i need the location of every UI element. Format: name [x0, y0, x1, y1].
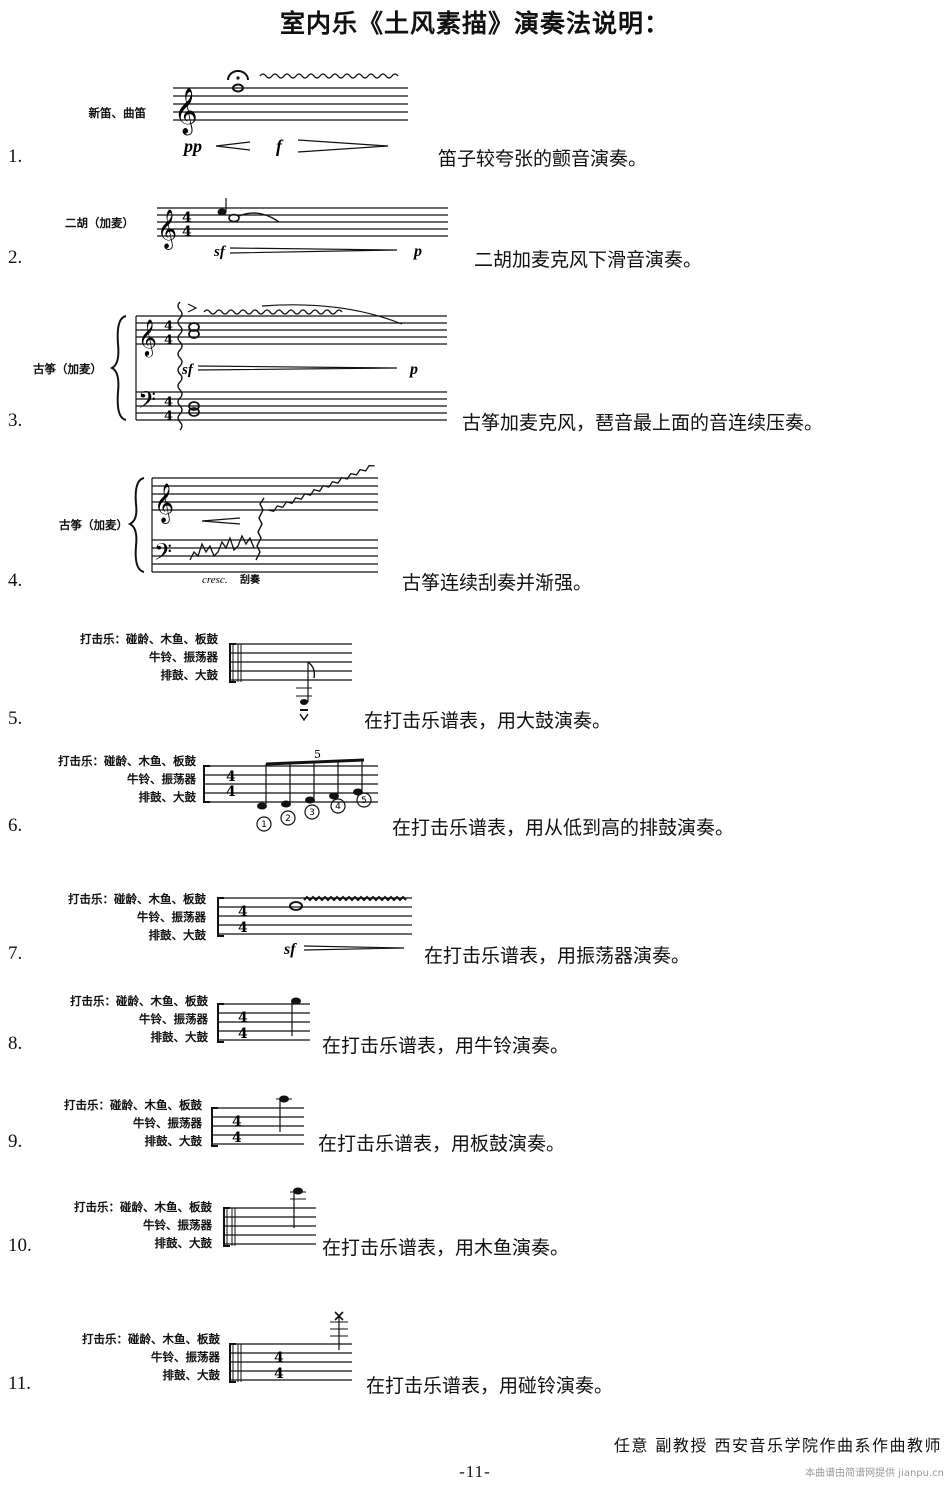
instrument-label: 打击乐：碰龄、木鱼、板鼓牛铃、振荡器排鼓、大鼓 [80, 632, 218, 682]
drum-number: 3 [309, 808, 315, 818]
drum-number: 4 [335, 802, 341, 812]
author-credit: 任意 副教授 西安音乐学院作曲系作曲教师 [613, 1436, 942, 1455]
item-description: 在打击乐谱表，用从低到高的排鼓演奏。 [392, 817, 735, 839]
item-number: 3. [8, 410, 23, 431]
dynamic-mark: sf [181, 362, 195, 378]
item-number: 5. [8, 708, 23, 729]
time-signature-top: 4 [164, 395, 173, 410]
item-number: 4. [8, 570, 23, 591]
staff-notation: 𝄞 pp f [173, 70, 408, 156]
time-signature-bottom: 4 [238, 920, 248, 936]
instrument-label: 新笛、曲笛 [88, 106, 147, 120]
dynamic-mark: p [412, 243, 422, 260]
time-signature-top: 4 [182, 210, 192, 226]
instrument-label: 古筝（加麦） [59, 518, 128, 532]
time-signature-top: 4 [226, 769, 236, 785]
drum-number: 1 [261, 820, 267, 830]
dynamic-mark: sf [213, 244, 227, 260]
watermark-text: 本曲谱由简谱网提供 jianpu.cn [805, 1468, 944, 1479]
item-description: 笛子较夸张的颤音演奏。 [438, 148, 648, 170]
staff-notation: 4 4 5 1 2 3 4 5 [203, 748, 378, 832]
time-signature-top: 4 [164, 319, 173, 334]
item-description: 在打击乐谱表，用木鱼演奏。 [322, 1237, 570, 1259]
time-signature-bottom: 4 [164, 409, 173, 424]
svg-text:𝄞: 𝄞 [154, 483, 174, 524]
staff-notation: 𝄞 𝄢 4 4 4 4 sf p [109, 301, 447, 431]
instrument-label: 打击乐：碰龄、木鱼、板鼓牛铃、振荡器排鼓、大鼓 [64, 1098, 202, 1148]
instrument-label: 打击乐：碰龄、木鱼、板鼓牛铃、振荡器排鼓、大鼓 [82, 1332, 220, 1382]
dynamic-mark: f [276, 136, 284, 156]
cresc-mark: cresc. [202, 574, 228, 586]
page-number: -11- [459, 1462, 491, 1481]
svg-text:𝄞: 𝄞 [138, 318, 157, 357]
staff-notation [223, 1187, 316, 1247]
time-signature-bottom: 4 [226, 784, 236, 800]
item-number: 6. [8, 815, 23, 836]
dynamic-mark: pp [182, 136, 202, 156]
instrument-label: 古筝（加麦） [33, 362, 102, 376]
item-number: 8. [8, 1033, 23, 1054]
svg-text:𝄢: 𝄢 [154, 538, 172, 571]
item-description: 二胡加麦克风下滑音演奏。 [474, 249, 703, 271]
item-number: 1. [8, 146, 23, 167]
drum-number: 5 [361, 796, 367, 806]
instrument-label: 二胡（加麦） [65, 216, 134, 230]
time-signature-top: 4 [274, 1350, 284, 1366]
staff-notation: 4 4 [229, 1311, 352, 1383]
staff-notation: 4 4 [217, 997, 310, 1043]
staff-notation: 𝄞 4 4 sf p [157, 198, 448, 260]
item-number: 7. [8, 943, 23, 964]
item-number: 9. [8, 1131, 23, 1152]
item-number: 11. [8, 1373, 32, 1394]
tuplet-mark: 5 [314, 748, 321, 761]
svg-text:𝄞: 𝄞 [157, 209, 177, 250]
staff-notation: 4 4 sf [217, 895, 412, 958]
item-description: 在打击乐谱表，用碰铃演奏。 [366, 1375, 614, 1397]
item-description: 在打击乐谱表，用振荡器演奏。 [424, 945, 691, 967]
item-number: 10. [8, 1235, 32, 1256]
time-signature-top: 4 [238, 904, 248, 920]
item-number: 2. [8, 247, 23, 268]
time-signature-bottom: 4 [182, 224, 192, 240]
instrument-label: 打击乐：碰龄、木鱼、板鼓牛铃、振荡器排鼓、大鼓 [58, 754, 196, 804]
staff-notation: 4 4 [211, 1095, 304, 1147]
time-signature-top: 4 [238, 1010, 248, 1026]
item-description: 在打击乐谱表，用板鼓演奏。 [318, 1133, 566, 1155]
dynamic-mark: p [408, 361, 418, 378]
technique-mark: 刮奏 [240, 573, 261, 586]
page-title: 室内乐《土风素描》演奏法说明： [279, 9, 670, 38]
time-signature-top: 4 [232, 1114, 242, 1130]
time-signature-bottom: 4 [232, 1130, 242, 1146]
dynamic-mark: sf [283, 941, 297, 958]
instrument-label: 打击乐：碰龄、木鱼、板鼓牛铃、振荡器排鼓、大鼓 [70, 994, 208, 1044]
item-description: 古筝连续刮奏并渐强。 [402, 572, 593, 594]
instrument-label: 打击乐：碰龄、木鱼、板鼓牛铃、振荡器排鼓、大鼓 [74, 1200, 212, 1250]
instrument-label: 打击乐：碰龄、木鱼、板鼓牛铃、振荡器排鼓、大鼓 [68, 892, 206, 942]
drum-number: 2 [285, 814, 291, 824]
time-signature-bottom: 4 [164, 333, 173, 348]
item-description: 在打击乐谱表，用牛铃演奏。 [322, 1035, 570, 1057]
item-description: 古筝加麦克风，琶音最上面的音连续压奏。 [462, 412, 824, 434]
staff-notation [229, 643, 352, 722]
staff-notation: 𝄞 𝄢 cresc. 刮奏 [127, 464, 378, 586]
svg-text:𝄞: 𝄞 [174, 88, 198, 136]
time-signature-bottom: 4 [238, 1026, 248, 1042]
time-signature-bottom: 4 [274, 1366, 284, 1382]
svg-text:𝄢: 𝄢 [138, 386, 156, 419]
item-description: 在打击乐谱表，用大鼓演奏。 [364, 710, 612, 732]
